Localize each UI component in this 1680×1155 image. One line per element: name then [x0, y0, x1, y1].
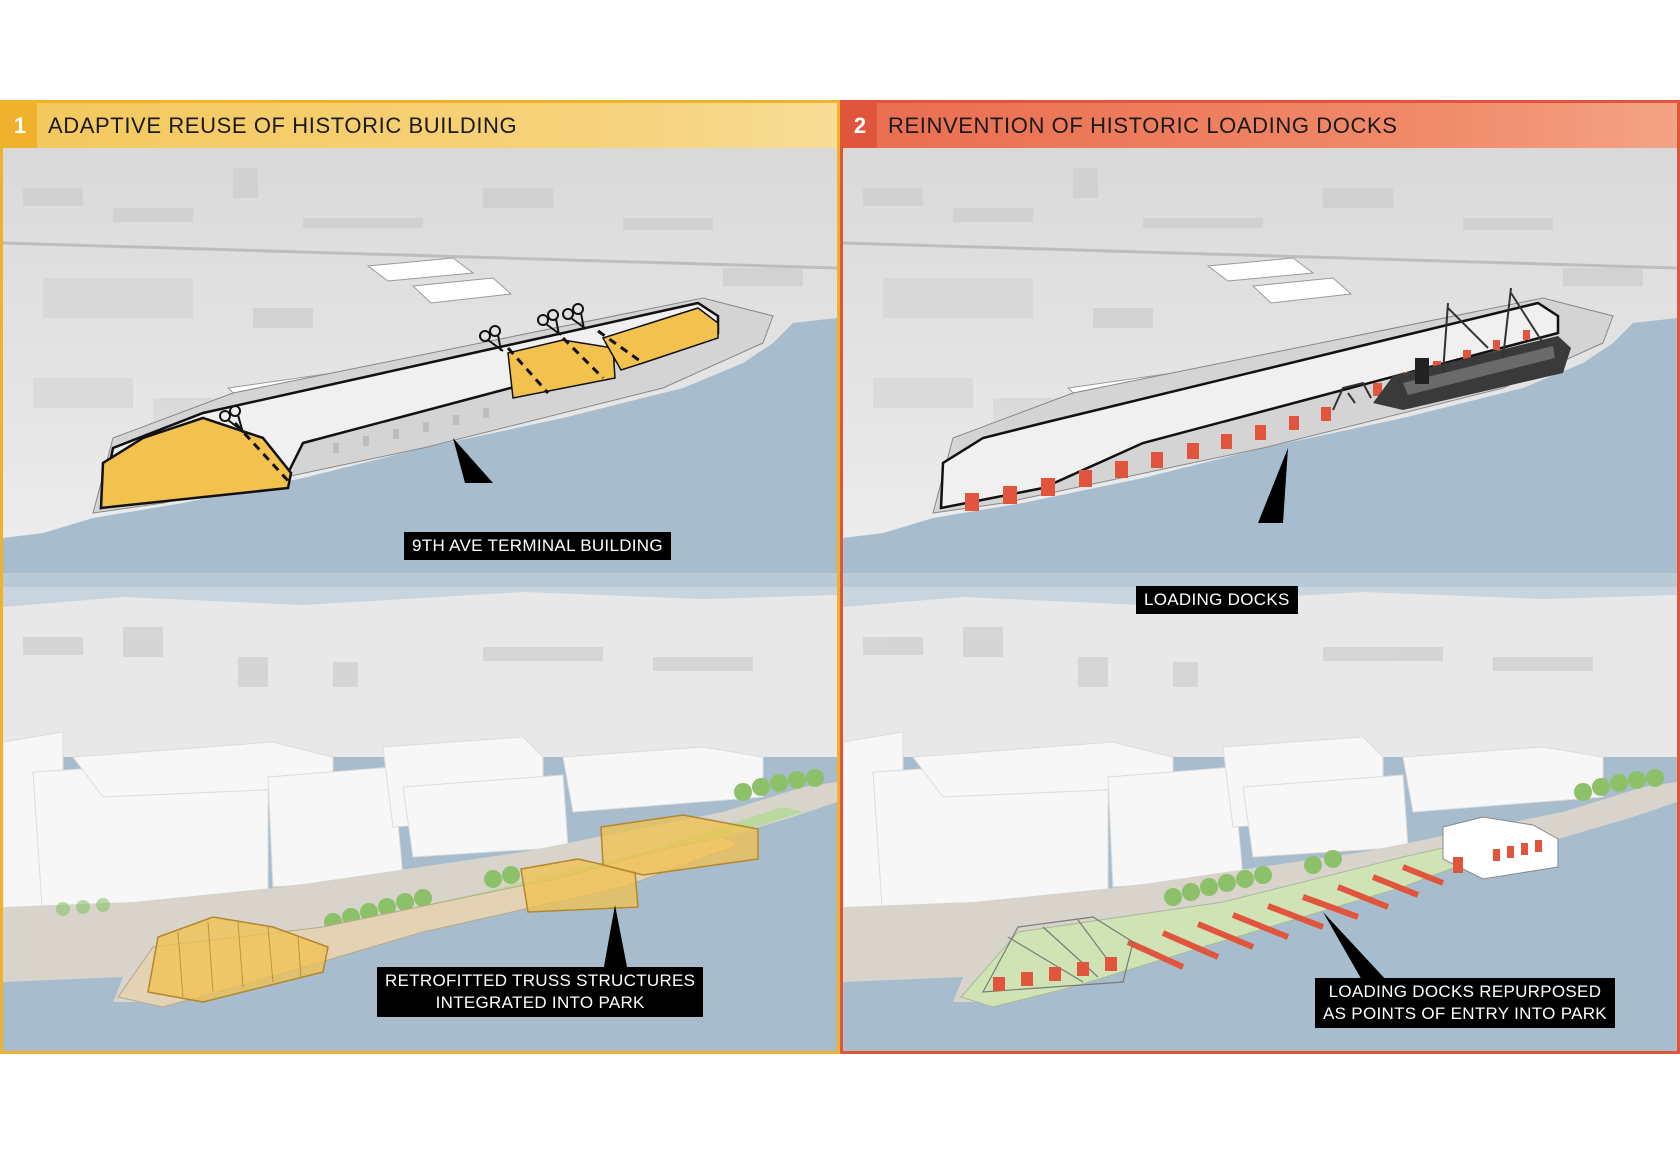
scissors-icon — [219, 405, 246, 434]
panel-header: 1 ADAPTIVE REUSE OF HISTORIC BUILDING — [3, 103, 837, 148]
scissors-icon — [562, 303, 587, 330]
callout-line: INTEGRATED INTO PARK — [435, 993, 645, 1012]
callout-line: LOADING DOCKS REPURPOSED — [1328, 982, 1602, 1001]
callout-terminal-building: 9TH AVE TERMINAL BUILDING — [404, 532, 671, 560]
panel-loading-docks: 2 REINVENTION OF HISTORIC LOADING DOCKS — [840, 100, 1680, 1054]
callout-line: AS POINTS OF ENTRY INTO PARK — [1323, 1004, 1607, 1023]
crane-icon — [1332, 381, 1372, 411]
panel-adaptive-reuse: 1 ADAPTIVE REUSE OF HISTORIC BUILDING — [0, 100, 840, 1054]
scene-divider — [843, 573, 1677, 587]
scissors-icon — [537, 309, 562, 336]
aerial-view-proposed-docks-park — [843, 587, 1677, 1051]
callout-line: RETROFITTED TRUSS STRUCTURES — [385, 971, 696, 990]
panel-title: ADAPTIVE REUSE OF HISTORIC BUILDING — [48, 113, 518, 138]
retrofitted-truss-east — [600, 814, 759, 876]
retrofitted-truss-center — [520, 858, 639, 913]
dock-entry-paths — [1126, 864, 1445, 970]
aerial-view-existing-terminal — [3, 148, 837, 573]
callout-loading-docks-repurposed: LOADING DOCKS REPURPOSED AS POINTS OF EN… — [1315, 978, 1615, 1028]
aerial-view-existing-docks — [843, 148, 1677, 573]
panel-header: 2 REINVENTION OF HISTORIC LOADING DOCKS — [843, 103, 1677, 148]
panel-title: REINVENTION OF HISTORIC LOADING DOCKS — [888, 113, 1398, 138]
truss-structure-west — [99, 416, 293, 510]
panel-number: 2 — [843, 103, 877, 148]
panel-number: 1 — [3, 103, 37, 148]
callout-retrofitted-truss: RETROFITTED TRUSS STRUCTURES INTEGRATED … — [377, 967, 704, 1017]
truss-structure-east — [601, 307, 719, 371]
scene-divider — [3, 573, 837, 587]
ship-icon — [1373, 287, 1571, 410]
truss-structure-center — [507, 339, 616, 399]
callout-loading-docks: LOADING DOCKS — [1136, 586, 1298, 614]
retrofitted-truss-west — [147, 916, 329, 1003]
scissors-icon — [479, 325, 504, 352]
dock-pavilion-east — [1442, 816, 1559, 880]
